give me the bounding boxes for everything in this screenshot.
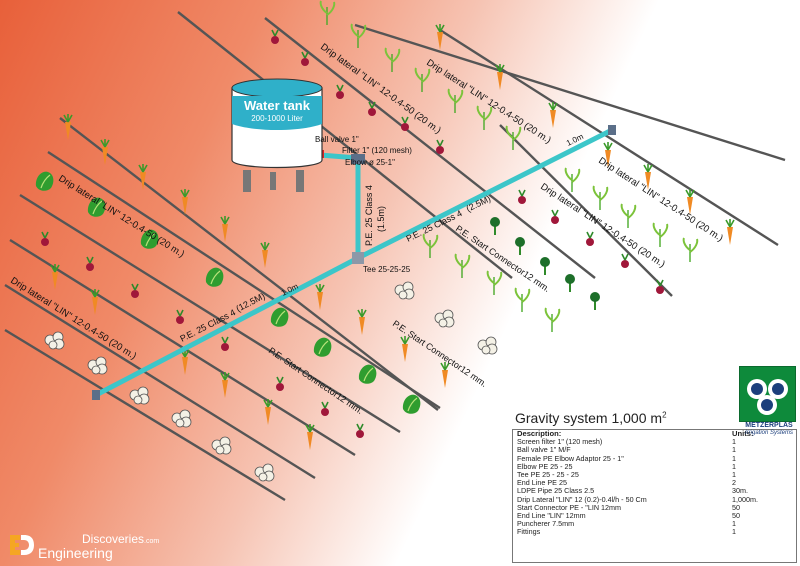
item-units: 30m. — [732, 486, 748, 496]
column-units: Units: — [732, 429, 754, 438]
table-row: Fittings 1 — [513, 528, 796, 536]
table-row: Tee PE 25 - 25 - 25 1 — [513, 470, 796, 480]
column-description: Description: — [517, 429, 562, 438]
watermark-line2: Engineering — [38, 545, 113, 561]
item-description: Female PE Elbow Adaptor 25 - 1" — [517, 453, 624, 463]
item-description: Tee PE 25 - 25 - 25 — [517, 470, 579, 480]
item-units: 50 — [732, 511, 740, 521]
system-area-unit: m — [650, 410, 663, 426]
item-description: End Line PE 25 — [517, 478, 567, 488]
upper-main-pipe — [355, 127, 615, 261]
watermark-name: Discoveries — [82, 532, 145, 546]
lateral-line — [264, 17, 596, 279]
lateral-line — [439, 28, 779, 247]
water-tank: Water tank 200-1000 Liter — [231, 78, 323, 192]
system-area-exp: 2 — [662, 410, 667, 420]
watermark-suffix: .com — [144, 538, 160, 545]
table-row: LDPE Pipe 25 Class 2.5 30m. — [513, 487, 796, 495]
logo-name: METZERPLAS — [745, 422, 793, 429]
riser-pipe — [317, 152, 361, 261]
riser-pipe-label: P.E. 25 Class 4 — [364, 185, 374, 246]
table-row: Female PE Elbow Adaptor 25 - 1" 1 — [513, 453, 796, 463]
table-row: End Line PE 25 2 — [513, 479, 796, 487]
lateral-line — [47, 150, 441, 410]
item-units: 1 — [732, 461, 736, 471]
end-line-fitting — [608, 125, 616, 135]
lateral-line — [19, 193, 401, 434]
table-row: Elbow PE 25 - 25 1 — [513, 461, 796, 471]
item-description: Puncherer 7.5mm — [517, 519, 575, 529]
lateral-line — [177, 11, 513, 279]
lateral-label: Drip lateral "LIN" 12-0.4-50 (20 m.) — [318, 42, 443, 137]
tee-label: Tee 25-25-25 — [363, 265, 411, 274]
item-units: 50 — [732, 502, 740, 512]
system-name: Gravity system — [515, 410, 608, 426]
item-units: 1,000m. — [732, 494, 758, 504]
logo-tagline: Irrigation Systems — [744, 430, 793, 436]
item-description: End Line "LIN" 12mm — [517, 511, 586, 521]
table-row: Puncherer 7.5mm 1 — [513, 520, 796, 528]
lower-main-pipe — [93, 255, 361, 398]
item-description: Drip Lateral "LIN" 12 (0.2)-0.4l/h - 50 … — [517, 494, 647, 504]
item-units: 1 — [732, 519, 736, 529]
materials-table: Description: Units: Screen filter 1" (12… — [512, 429, 797, 563]
tank-title: Water tank — [244, 98, 311, 113]
lateral-line — [499, 124, 673, 297]
riser-length-label: (1.5m) — [376, 206, 386, 232]
table-row: Ball valve 1" M/F 1 — [513, 446, 796, 454]
end-line-fitting — [92, 390, 100, 400]
item-units: 1 — [732, 453, 736, 463]
item-description: LDPE Pipe 25 Class 2.5 — [517, 486, 595, 496]
lateral-line — [4, 283, 316, 480]
system-area: 1,000 — [611, 410, 647, 426]
legend-title: Gravity system 1,000 m2 — [515, 410, 667, 426]
lateral-label: Drip lateral "LIN" 12-0.4-50 (20 m.) — [8, 275, 138, 362]
item-units: 1 — [732, 470, 736, 480]
table-header-row: Description: Units: — [513, 429, 796, 438]
elbow-fitting — [351, 154, 365, 164]
item-description: Elbow PE 25 - 25 — [517, 461, 573, 471]
lateral-line — [59, 117, 439, 411]
ball-valve-label: Ball valve 1" — [315, 135, 359, 144]
item-units: 2 — [732, 478, 736, 488]
lateral-line — [4, 328, 286, 502]
item-description: Screen filter 1" (120 mesh) — [517, 437, 603, 447]
item-description: Ball valve 1" M/F — [517, 445, 571, 455]
item-description: Start Connector PE - "LIN 12mm — [517, 502, 622, 512]
elbow-label: Elbow ø 25-1" — [345, 158, 395, 167]
tank-capacity: 200-1000 Liter — [251, 114, 303, 123]
watermark-line1: Discoveries.com — [82, 532, 159, 546]
lateral-label: Drip lateral "LIN" 12-0.4-50 (20 m.) — [424, 57, 553, 146]
item-units: 1 — [732, 437, 736, 447]
engineering-discoveries-logo — [10, 535, 34, 555]
table-row: Screen filter 1" (120 mesh) 1 — [513, 437, 796, 447]
table-row: Start Connector PE - "LIN 12mm 50 — [513, 502, 796, 512]
upper-main-label: P.E. 25 Class 4 — [404, 208, 463, 244]
item-units: 1 — [732, 445, 736, 455]
tee-fitting — [352, 252, 364, 264]
lateral-label: Drip lateral "LIN" 12-0.4-50 (20 m.) — [56, 173, 186, 260]
lateral-line — [354, 23, 786, 162]
filter-label: Filter 1" (120 mesh) — [342, 146, 412, 155]
item-units: 1 — [732, 527, 736, 537]
metzerplas-logo — [739, 366, 796, 422]
table-row: Drip Lateral "LIN" 12 (0.2)-0.4l/h - 50 … — [513, 494, 796, 504]
item-description: Fittings — [517, 527, 541, 537]
drip-laterals — [4, 11, 786, 502]
table-row: End Line "LIN" 12mm 50 — [513, 511, 796, 521]
